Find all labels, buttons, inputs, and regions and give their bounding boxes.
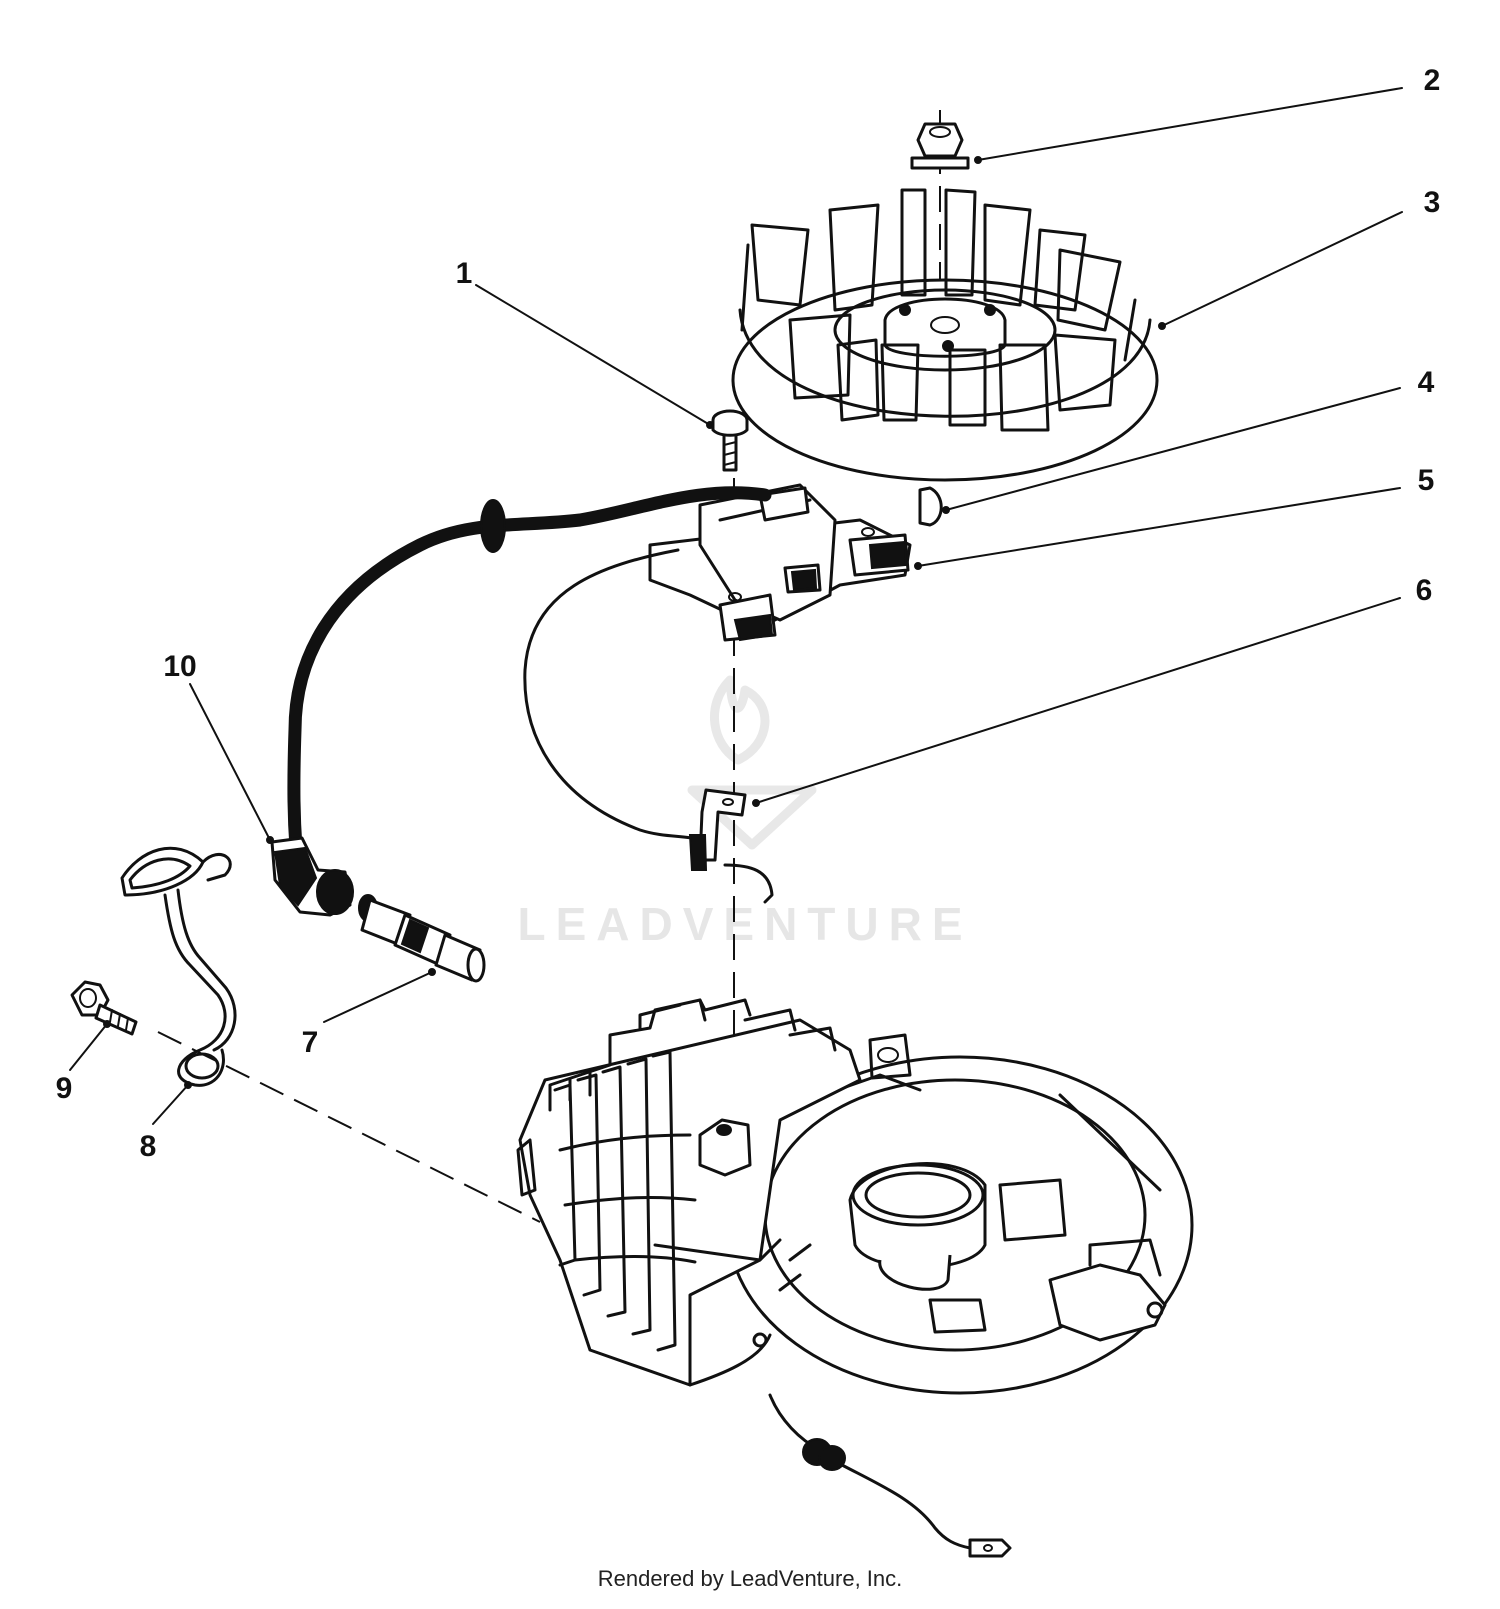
callout-numbers: 1 2 3 4 5 6 7 8 9 10: [56, 64, 1441, 1163]
ignition-bracket: [120, 846, 237, 1087]
engine-block: [516, 998, 1194, 1395]
spark-plug-lead-wire: [270, 486, 772, 917]
footer-credit: Rendered by LeadVenture, Inc.: [597, 1566, 903, 1591]
fan-blades: [740, 188, 1137, 432]
ground-wire: [523, 548, 774, 904]
cylinder-head-fins: [516, 998, 837, 1197]
flywheel-nut: [910, 122, 970, 170]
flywheel: [731, 188, 1159, 482]
spark-plug: [358, 894, 486, 983]
callout-3: 3: [1424, 186, 1441, 219]
cylinder-cooling-fins: [553, 1050, 697, 1352]
ignition-module: [648, 483, 912, 642]
assembly-axis-lines: [157, 110, 941, 1223]
watermark-logo: [687, 675, 817, 850]
wire-clip: [688, 788, 747, 871]
callout-6: 6: [1416, 574, 1433, 607]
callout-8: 8: [140, 1130, 157, 1163]
watermark-text: LEADVENTURE: [517, 898, 972, 950]
bracket-bolt: [70, 980, 138, 1036]
leader-lines: [69, 87, 1403, 1125]
stop-switch-wire: [768, 1393, 1012, 1558]
flywheel-key: [918, 486, 943, 527]
callout-9: 9: [56, 1072, 73, 1105]
callout-1: 1: [456, 257, 473, 290]
callout-7: 7: [302, 1026, 319, 1059]
callout-4: 4: [1418, 366, 1435, 399]
callout-10: 10: [163, 650, 196, 683]
ignition-module-screw: [711, 409, 749, 472]
callout-5: 5: [1418, 464, 1435, 497]
callout-2: 2: [1424, 64, 1441, 97]
